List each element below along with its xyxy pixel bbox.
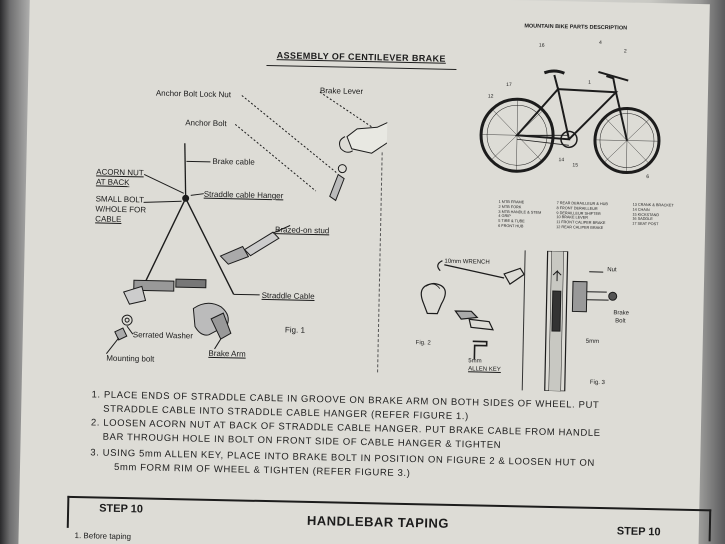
step-10-header: STEP 10 HANDLEBAR TAPING STEP 10 [66, 495, 712, 542]
svg-text:12: 12 [488, 94, 494, 100]
figure3-drawing [544, 250, 618, 392]
step-right-label: STEP 10 [616, 525, 661, 539]
bike-parts-legend: 1 MTB FRAME 2 MTB FORK 3 MTB HANDLE & ST… [498, 200, 699, 230]
label-brake: Brake [613, 310, 630, 317]
step-title: HANDLEBAR TAPING [306, 512, 450, 531]
part-item: 6 FRONT HUB [498, 223, 524, 229]
svg-text:15: 15 [572, 162, 578, 168]
label-bolt: Bolt [615, 318, 626, 325]
part-item: 17 SEAT POST [632, 221, 659, 227]
svg-text:16: 16 [539, 43, 545, 49]
svg-text:17: 17 [506, 82, 512, 88]
label-fig3: Fig. 3 [589, 379, 605, 387]
svg-text:2: 2 [624, 48, 627, 54]
svg-text:4: 4 [599, 40, 602, 46]
svg-text:6: 6 [646, 174, 649, 180]
parts-col-2: 7 REAR DERAILLEUR & HUB 8 FRONT DERAILLE… [556, 201, 608, 231]
parts-col-3: 13 CRANK & BRACKET 14 CHAIN 15 KICKSTAND… [632, 203, 674, 228]
manual-page: ASSEMBLY OF CENTILEVER BRAKE Brake Lever… [18, 0, 712, 544]
label-nut: Nut [607, 267, 617, 274]
label-5mm: 5mm [585, 338, 600, 345]
figure2-drawing [420, 260, 525, 360]
part-item: 12 REAR CALIPER BRAKE [556, 225, 604, 231]
parts-col-1: 1 MTB FRAME 2 MTB FORK 3 MTB HANDLE & ST… [498, 200, 541, 230]
centilever-brake-drawing [106, 91, 390, 354]
instruction-line: 5mm FORM RIM OF WHEEL & TIGHTEN (REFER F… [113, 461, 411, 480]
svg-text:14: 14 [558, 157, 564, 163]
step-first-line: 1. Before taping [74, 531, 132, 542]
mountain-bike-drawing: 16 4 2 17 1 12 14 15 6 [479, 40, 661, 180]
svg-text:1: 1 [588, 80, 591, 86]
step-left-label: STEP 10 [99, 502, 144, 516]
